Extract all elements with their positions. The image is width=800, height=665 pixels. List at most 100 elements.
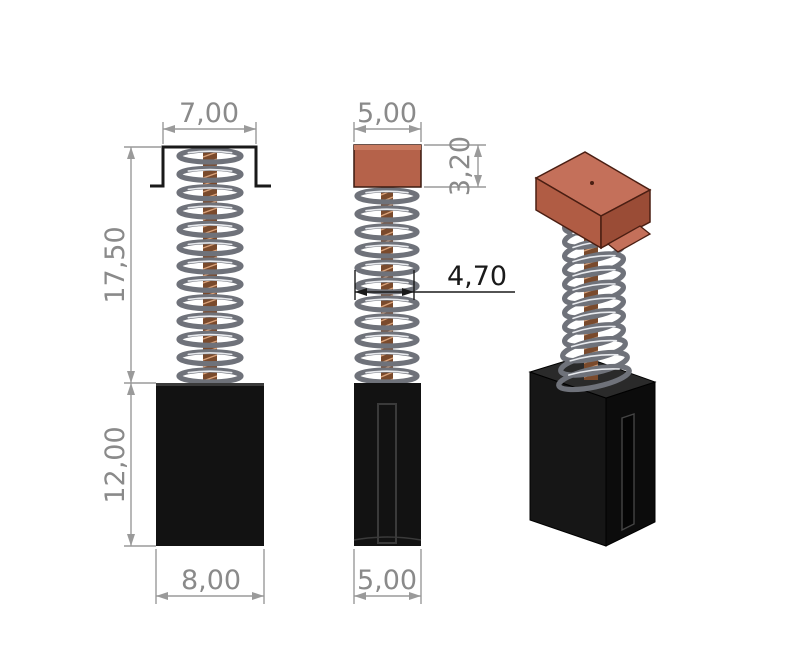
spring-coil (176, 294, 244, 312)
spring-coil (176, 220, 244, 238)
wire-strand (202, 354, 218, 361)
iso-spring-coil (561, 307, 627, 335)
spring-coil-highlight (187, 205, 233, 209)
spring-coil-highlight (187, 370, 233, 374)
spring-coil-highlight (365, 262, 409, 266)
spring-coil-highlight (365, 370, 409, 374)
iso-spring-coil (561, 251, 627, 279)
spring-coil (176, 202, 244, 220)
iso-spring-highlight (572, 268, 616, 277)
spring-coil-highlight (187, 187, 233, 191)
spring-coil (354, 313, 420, 331)
spring-coil (176, 147, 244, 165)
dim-top-width-arrow-right (244, 125, 256, 133)
iso-spring-coil (556, 363, 632, 393)
spring-coil (176, 239, 244, 257)
wire-strand (202, 151, 218, 158)
wire-strand (202, 263, 218, 270)
iso-spring-highlight (572, 297, 616, 305)
spring-coil (354, 367, 420, 385)
iso-spring-coil (561, 293, 627, 321)
dim-spring-label: 17,50 (100, 226, 131, 303)
iso-spring-highlight (569, 353, 619, 362)
dim-thickness-arrow-left (354, 592, 366, 600)
wire-strand (202, 298, 218, 305)
spring-coil (354, 295, 420, 313)
iso-spring-highlight (572, 325, 616, 334)
spring-coil (354, 259, 420, 277)
iso-cap-right-face (600, 188, 651, 250)
iso-cap-rivet (590, 181, 594, 185)
wire-strand (380, 371, 394, 378)
front-block-top-edge (156, 383, 264, 386)
dim-brush-length-arrow-top (127, 383, 135, 395)
spring-coil-highlight (365, 316, 409, 320)
iso-spring-highlight (572, 311, 616, 320)
iso-view (528, 151, 657, 547)
dim-cap-width-label: 5,00 (357, 98, 417, 129)
dim-top-width-arrow-left (163, 125, 175, 133)
iso-spring-highlight (572, 254, 616, 263)
spring-coil (176, 184, 244, 202)
spring-coil-highlight (365, 352, 409, 356)
spring-coil (176, 257, 244, 275)
dim-diameter-arrow-right (402, 288, 414, 296)
iso-spring-highlight (570, 339, 618, 348)
dim-cap-height-arrow-bottom (474, 175, 482, 187)
dim-spring-arrow-top (127, 147, 135, 159)
wire-strand (380, 266, 394, 273)
iso-cap-tab (606, 225, 652, 253)
spring-coil-highlight (187, 242, 233, 246)
dim-diameter-arrow-left (355, 288, 367, 296)
dim-thickness-arrow-right (409, 592, 421, 600)
spring-coil (176, 349, 244, 367)
iso-spring-highlight (572, 283, 616, 291)
iso-spring-coil (560, 336, 628, 364)
spring-coil (176, 165, 244, 183)
wire-strand (380, 245, 394, 252)
spring-coil-highlight (365, 226, 409, 230)
spring-coil-highlight (365, 190, 409, 194)
side-cap-highlight (354, 145, 421, 150)
wire-strand (202, 172, 218, 179)
spring-coil (176, 275, 244, 293)
wire-strand (380, 210, 394, 217)
front-view: 7,00 17,50 12,00 8,00 (100, 98, 271, 604)
iso-spring-highlight (568, 368, 620, 376)
spring-coil (176, 367, 244, 385)
dim-diameter-label: 4,70 (447, 261, 507, 292)
dim-top-width-label: 7,00 (179, 98, 239, 129)
spring-coil-highlight (365, 334, 409, 338)
spring-coil (176, 330, 244, 348)
spring-coil (354, 187, 420, 205)
dim-cap-height-arrow-top (474, 145, 482, 157)
spring-coil-highlight (187, 150, 233, 154)
iso-spring-coil (561, 265, 627, 293)
spring-coil-highlight (365, 244, 409, 248)
dim-cap-width-arrow-right (409, 125, 421, 133)
spring-coil (354, 223, 420, 241)
wire-strand (202, 207, 218, 214)
spring-coil-highlight (187, 260, 233, 264)
spring-coil (354, 205, 420, 223)
spring-coil (176, 312, 244, 330)
dim-spring-arrow-bottom (127, 371, 135, 383)
spring-coil (354, 349, 420, 367)
wire-strand (202, 319, 218, 326)
iso-spring-coil (561, 279, 627, 307)
spring-coil (354, 331, 420, 349)
dim-brush-length-label: 12,00 (100, 426, 131, 503)
dim-thickness-label: 5,00 (357, 565, 417, 596)
wire-strand (380, 336, 394, 343)
front-carbon-block (156, 383, 264, 546)
spring-coil-highlight (365, 280, 409, 284)
side-block-slot (377, 403, 397, 544)
dim-cap-width-arrow-left (354, 125, 366, 133)
spring-coil (354, 241, 420, 259)
spring-coil-highlight (187, 278, 233, 282)
front-spring (176, 147, 244, 385)
iso-block-left-face (529, 371, 607, 547)
dim-brush-width-arrow-left (156, 592, 168, 600)
dim-brush-width-label: 8,00 (181, 565, 241, 596)
